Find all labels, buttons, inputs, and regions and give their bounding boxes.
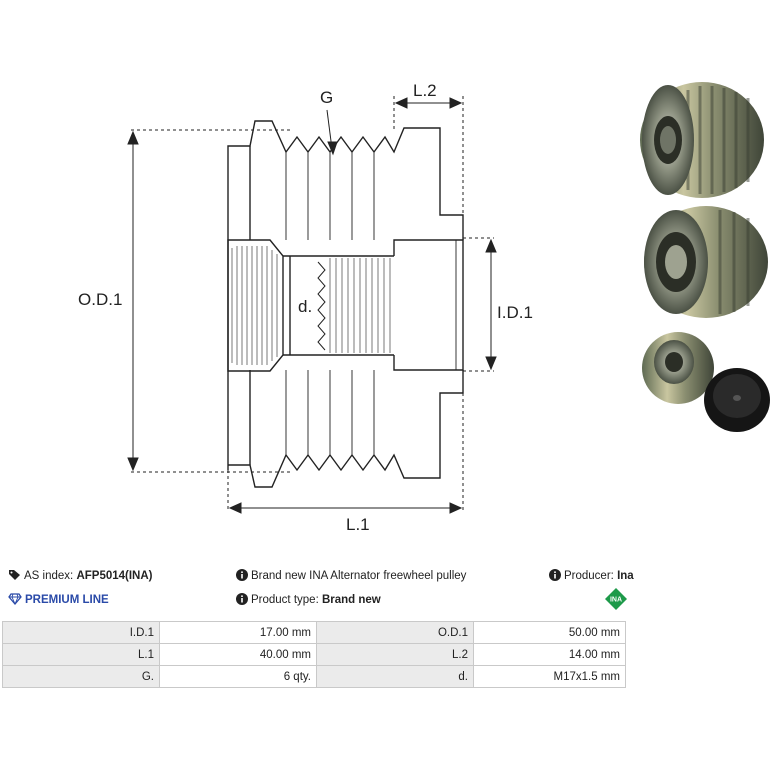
spec-value: M17x1.5 mm: [473, 665, 626, 688]
diamond-icon: [8, 593, 22, 605]
table-row: I.D.1 17.00 mm O.D.1 50.00 mm: [2, 621, 626, 644]
product-photo-front: [644, 206, 768, 318]
description-row: Brand new INA Alternator freewheel pulle…: [236, 569, 466, 582]
spec-value: 14.00 mm: [473, 643, 626, 666]
description: Brand new INA Alternator freewheel pulle…: [251, 570, 467, 582]
premium-line-label: PREMIUM LINE: [25, 594, 109, 606]
label-id1: I.D.1: [497, 303, 533, 322]
product-photo-small: [642, 332, 714, 404]
spec-label: L.1: [2, 643, 160, 666]
label-g: G: [320, 88, 333, 107]
label-od1: O.D.1: [78, 290, 122, 309]
info-icon: [549, 569, 561, 581]
as-index-label: AS index:: [24, 570, 74, 582]
as-index-row: AS index: AFP5014(INA): [8, 569, 153, 582]
spec-value: 40.00 mm: [159, 643, 317, 666]
ina-logo-text: INA: [610, 597, 622, 604]
product-type-value: Brand new: [321, 594, 381, 606]
info-icon: [236, 569, 248, 581]
producer-row: Producer: Ina: [549, 569, 634, 582]
spec-label: L.2: [316, 643, 474, 666]
tag-icon: [9, 570, 20, 580]
as-index-value: AFP5014(INA): [76, 570, 153, 582]
product-type-row: Product type: Brand new: [236, 593, 381, 606]
label-l1: L.1: [346, 515, 370, 534]
specs-table: I.D.1 17.00 mm O.D.1 50.00 mm L.1 40.00 …: [2, 621, 626, 688]
premium-line-badge: PREMIUM LINE: [8, 593, 109, 606]
product-photo-side: [640, 82, 764, 198]
product-photo-cap: [704, 368, 770, 432]
dimension-lines: [127, 96, 497, 514]
spec-value: 6 qty.: [159, 665, 317, 688]
spec-label: O.D.1: [316, 621, 474, 644]
pulley-cross-section: [227, 120, 464, 488]
table-row: L.1 40.00 mm L.2 14.00 mm: [2, 643, 626, 666]
technical-drawing: G L.2 O.D.1 d. I.D.1 L.1: [78, 81, 770, 534]
spec-label: d.: [316, 665, 474, 688]
spec-value: 17.00 mm: [159, 621, 317, 644]
table-row: G. 6 qty. d. M17x1.5 mm: [2, 665, 626, 688]
label-d: d.: [298, 297, 312, 316]
ina-logo: INA: [605, 588, 627, 610]
spec-label: G.: [2, 665, 160, 688]
producer-value: Ina: [617, 570, 634, 582]
spec-value: 50.00 mm: [473, 621, 626, 644]
spec-label: I.D.1: [2, 621, 160, 644]
producer-label: Producer:: [564, 570, 614, 582]
label-l2: L.2: [413, 81, 437, 100]
info-icon: [236, 593, 248, 605]
product-type-label: Product type:: [251, 594, 319, 606]
